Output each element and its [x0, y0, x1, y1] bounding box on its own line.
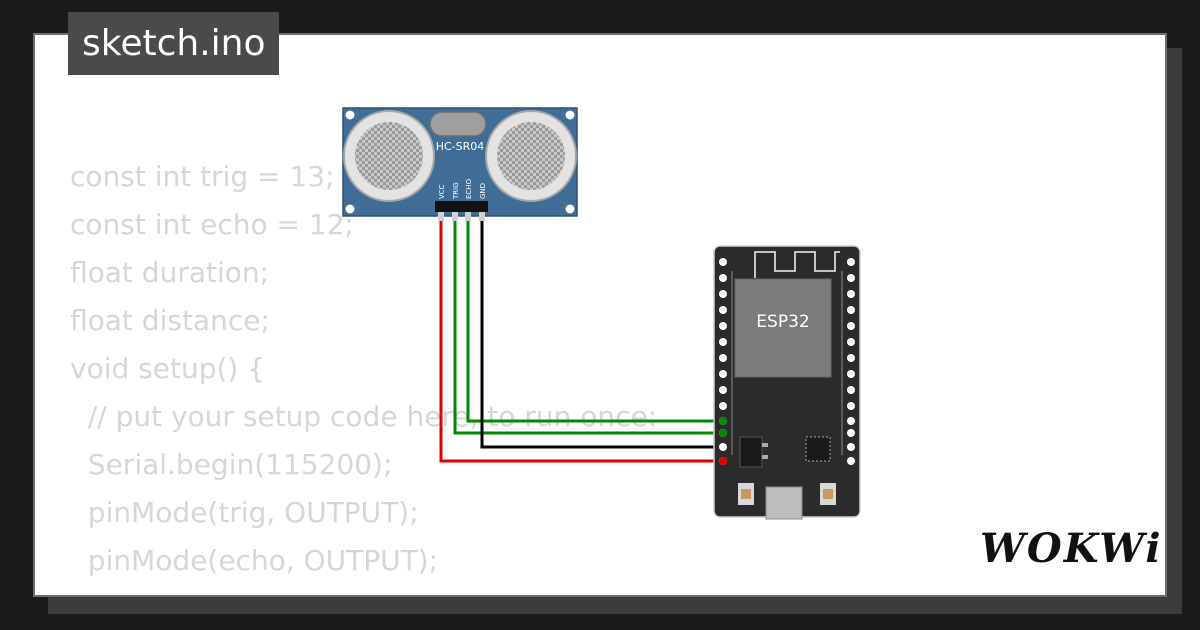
wires: [439, 213, 725, 463]
transducer-right: [485, 110, 577, 202]
usb-uart-chip: [805, 436, 831, 462]
pin-label-echo: ECHO: [465, 178, 473, 199]
wire-gnd: [480, 213, 725, 449]
sketch-filename-tab: sketch.ino: [68, 12, 280, 75]
sensor-label: HC-SR04: [436, 140, 485, 153]
esp32-board[interactable]: ESP32: [713, 245, 861, 520]
code-line-5: void setup() {: [70, 352, 266, 385]
micro-usb-port: [765, 486, 803, 520]
esp32-module: [735, 279, 831, 377]
pin-label-trig: TRIG: [452, 182, 460, 200]
transducer-left: [343, 110, 435, 202]
antenna-trace: [754, 251, 840, 278]
preview-card: const int trig = 13; const int echo = 12;…: [33, 33, 1167, 597]
code-line-4: float distance;: [70, 304, 270, 337]
silkscreen-marks: [731, 271, 843, 455]
code-line-8: pinMode(trig, OUTPUT);: [70, 496, 419, 529]
en-button[interactable]: [738, 483, 754, 505]
esp32-label: ESP32: [756, 312, 809, 332]
voltage-regulator: [739, 436, 763, 468]
code-line-1: const int trig = 13;: [70, 160, 335, 193]
pin-label-gnd: GND: [479, 183, 487, 199]
wire-echo: [466, 213, 725, 423]
wokwi-logo: WOKWi: [980, 525, 1163, 572]
wire-vcc: [439, 213, 725, 463]
right-pin-header: [847, 258, 855, 465]
code-snippet: const int trig = 13; const int echo = 12;…: [70, 153, 657, 585]
wire-trig: [453, 213, 725, 435]
code-line-7: Serial.begin(115200);: [70, 448, 393, 481]
code-line-9: pinMode(echo, OUTPUT);: [70, 544, 439, 577]
code-line-2: const int echo = 12;: [70, 208, 354, 241]
boot-button[interactable]: [820, 483, 836, 505]
circuit-diagram: HC-SR04 VCC TRIG ECHO GND ESP32: [342, 107, 861, 520]
pin-label-vcc: VCC: [438, 184, 446, 199]
hc-sr04-sensor[interactable]: HC-SR04 VCC TRIG ECHO GND: [342, 107, 578, 221]
code-line-3: float duration;: [70, 256, 270, 289]
pin-header: [435, 201, 488, 212]
